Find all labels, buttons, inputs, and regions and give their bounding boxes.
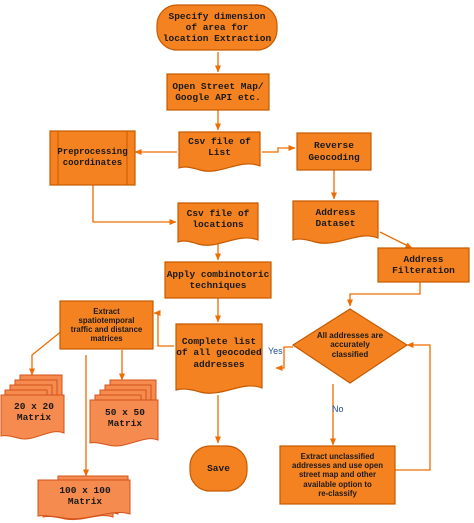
node-csvlocations-shape [177, 202, 259, 246]
arrow-extract-to-20 [29, 329, 64, 376]
arrow-decision-yes [275, 346, 293, 371]
arrow-preprocessing-to-csvlocations [92, 185, 177, 225]
node-combinotoric-shape [164, 261, 272, 299]
node-unclassified-shape [279, 445, 396, 505]
node-save-shape [189, 445, 248, 492]
node-reverse-shape [296, 132, 372, 171]
node-decision-shape [291, 308, 409, 384]
node-specify-shape [156, 4, 278, 51]
arrow-csvlist-to-reverse [262, 145, 296, 153]
arrow-filteration-to-decision [347, 282, 421, 307]
node-extract-shape [59, 300, 154, 350]
arrow-completelist-to-extract [153, 310, 174, 347]
arrow-unclassified-to-decision [395, 342, 431, 471]
stack-50-shape [89, 379, 159, 447]
node-osm-shape [166, 73, 270, 111]
node-preprocessing-shape [49, 130, 136, 186]
node-csvlist-shape [178, 131, 261, 172]
node-dataset-shape [292, 200, 379, 244]
node-filteration-shape [377, 247, 470, 283]
edge-label-yes: Yes [268, 346, 283, 356]
edge-label-no: No [332, 404, 344, 414]
stack-20-shape [0, 374, 65, 440]
node-completelist-shape [175, 323, 263, 394]
stack-100-shape [37, 475, 131, 521]
arrow-dataset-to-filteration [379, 231, 413, 249]
